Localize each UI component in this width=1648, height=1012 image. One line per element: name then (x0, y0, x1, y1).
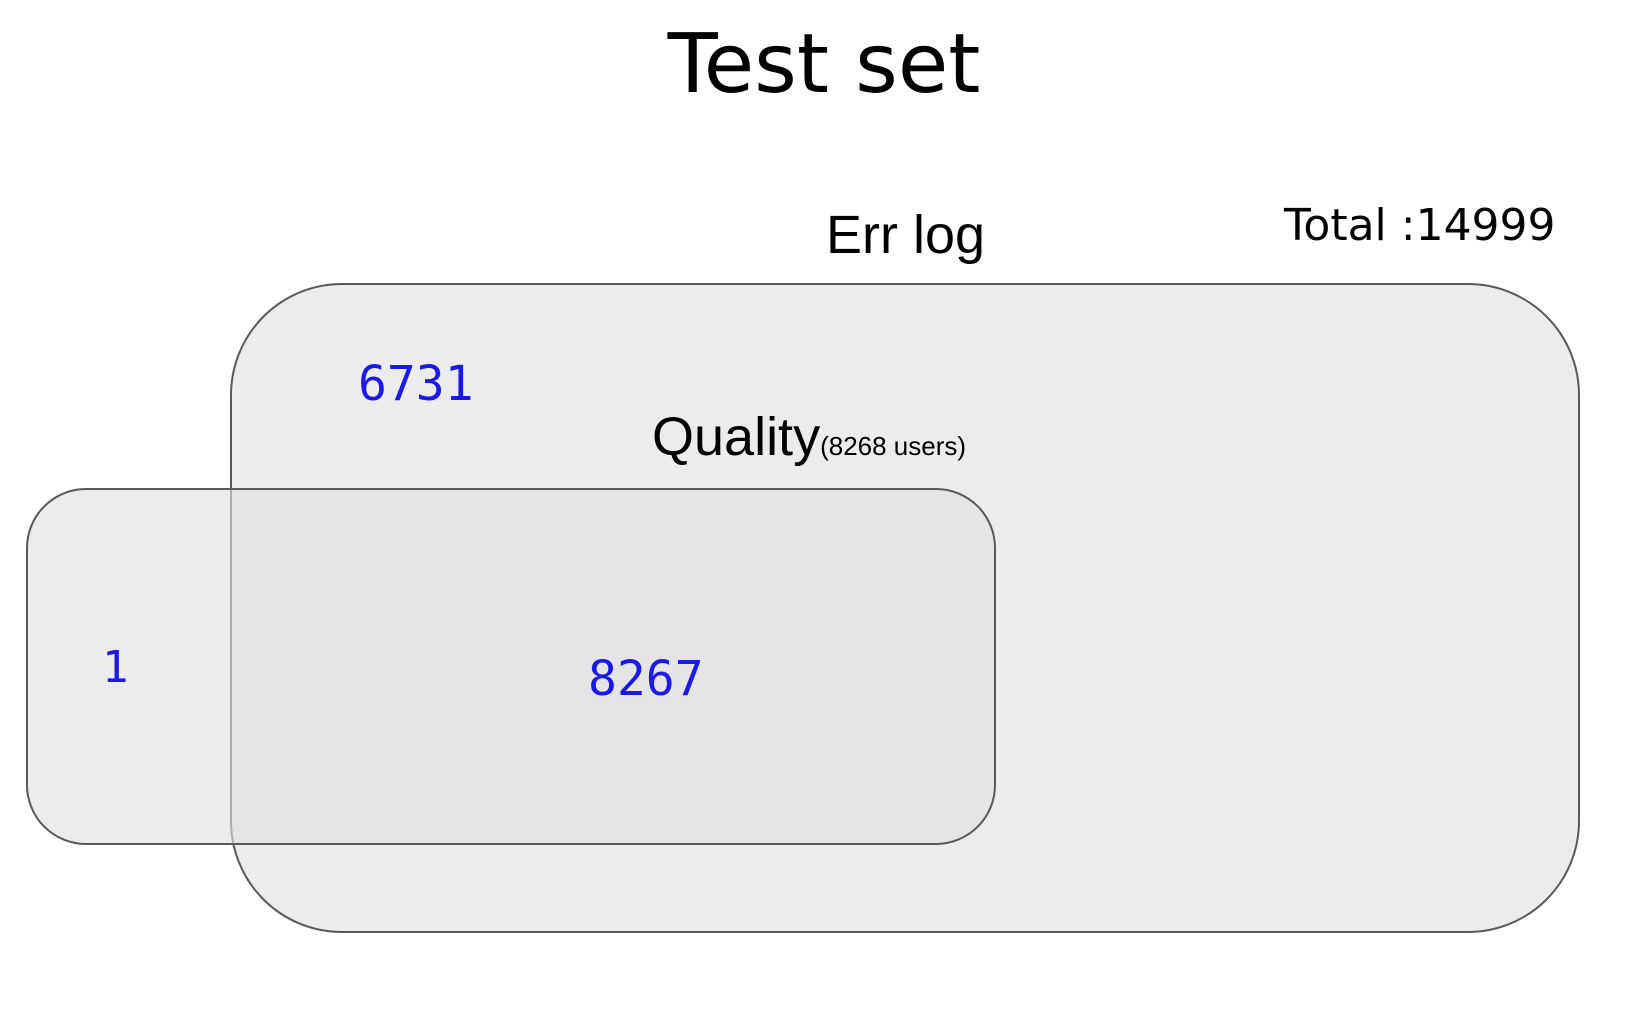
err-log-label: Err log (826, 205, 986, 265)
err-log-only-count: 6731 (358, 356, 474, 412)
total-count-label: Total :14999 (1284, 200, 1556, 251)
quality-users-count: (8268 users) (820, 431, 967, 461)
quality-label: Quality (652, 407, 821, 467)
quality-region (26, 488, 996, 845)
quality-only-count: 1 (102, 642, 129, 693)
diagram-title: Test set (667, 17, 981, 112)
intersection-count: 8267 (588, 651, 704, 707)
quality-label-group: Quality(8268 users) (652, 410, 966, 464)
